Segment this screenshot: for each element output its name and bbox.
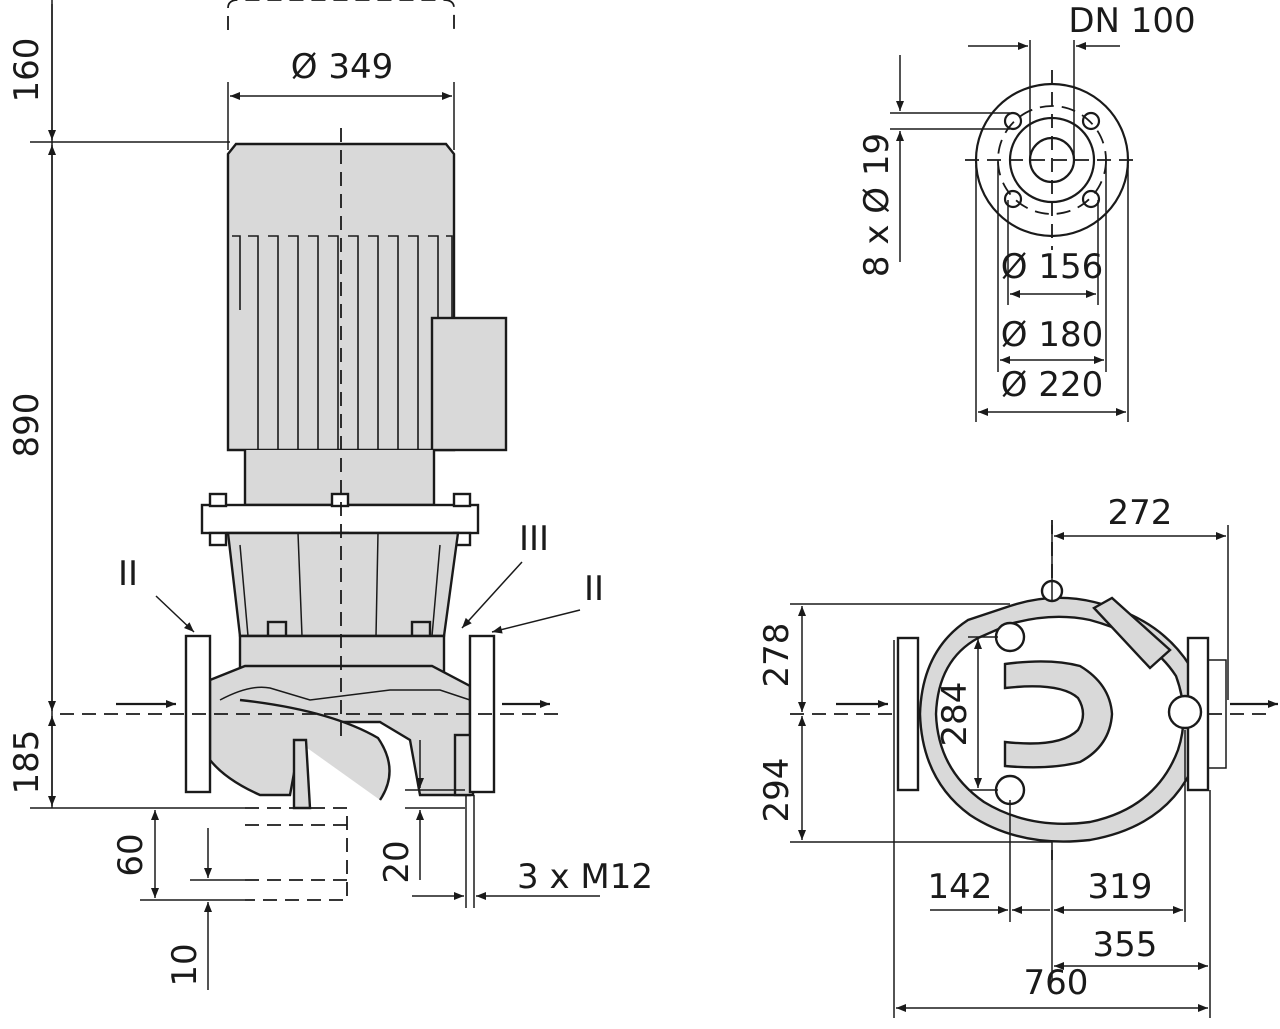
top-suction-flange [896, 636, 920, 792]
dim-60-label: 60 [111, 833, 151, 876]
plug-upper [994, 621, 1026, 653]
dim-284-label: 284 [935, 682, 975, 747]
motor-diameter-label: Ø 349 [291, 47, 393, 87]
discharge-flange [468, 634, 496, 794]
side-view: 160 890 185 Ø 349 [7, 0, 653, 990]
plug-lower [994, 774, 1026, 806]
dim-760-label: 760 [1024, 963, 1089, 1003]
view-label-ii-right: II [584, 569, 604, 609]
flange-view: DN 100 8 x Ø 19 Ø 156 Ø 180 Ø 220 [857, 1, 1196, 422]
dim-220-label: Ø 220 [1001, 365, 1103, 405]
callout-ii-left [155, 595, 195, 633]
holes-label: 8 x Ø 19 [857, 133, 897, 277]
dim-294-label: 294 [757, 758, 797, 823]
dim-890-label: 890 [7, 393, 47, 458]
baseplate-outline [245, 807, 348, 901]
bolt-holes [1003, 111, 1101, 209]
dim-319-label: 319 [1088, 867, 1153, 907]
motor-removal-clearance [227, 0, 455, 30]
housing-rib [1092, 596, 1172, 670]
dim-10-label: 10 [165, 943, 205, 986]
dim-142-label: 142 [928, 867, 993, 907]
impeller-channel [1003, 660, 1114, 769]
view-label-ii-left: II [118, 554, 138, 594]
dim-355-label: 355 [1093, 925, 1158, 965]
dim-185-label: 185 [7, 730, 47, 795]
dim-160-label: 160 [7, 38, 47, 103]
motor-flange [200, 503, 480, 535]
view-label-iii: III [519, 519, 549, 559]
terminal-box [430, 316, 508, 452]
pressure-port [1167, 694, 1203, 730]
dn-label: DN 100 [1068, 1, 1195, 41]
callout-ii-right [491, 609, 581, 634]
dim-180-label: Ø 180 [1001, 315, 1103, 355]
bolts-label: 3 x M12 [517, 857, 653, 897]
callout-iii [461, 561, 523, 629]
top-view: 272 278 294 284 142 319 355 760 [757, 493, 1278, 1018]
dim-272-label: 272 [1108, 493, 1173, 533]
lantern-bracket [226, 531, 460, 638]
dim-20-label: 20 [377, 840, 417, 883]
dim-156-label: Ø 156 [1001, 247, 1103, 287]
dim-278-label: 278 [757, 623, 797, 688]
motor-cooling-fins [232, 235, 453, 450]
